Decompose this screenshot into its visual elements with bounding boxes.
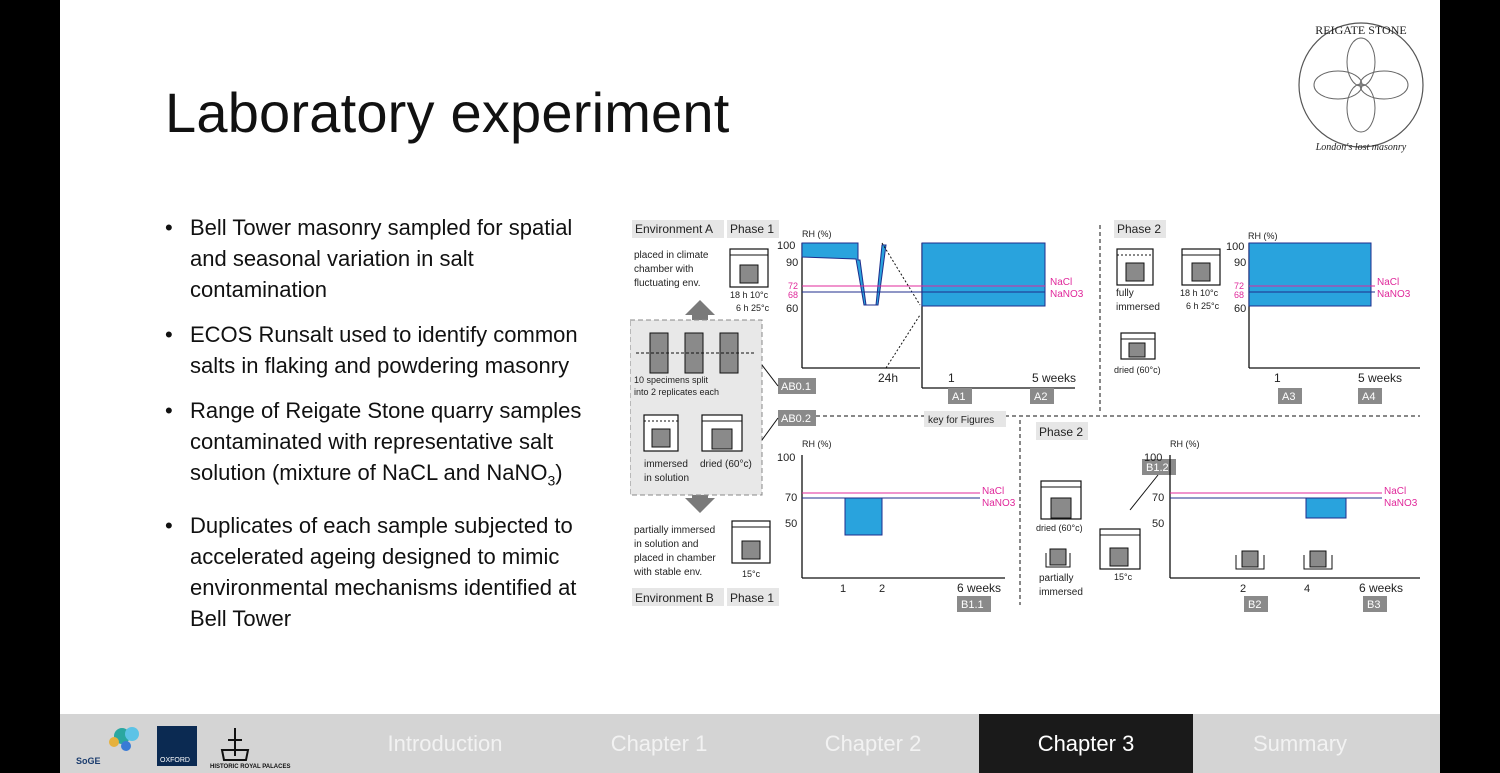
svg-text:immersed: immersed bbox=[1116, 302, 1160, 313]
svg-text:NaCl: NaCl bbox=[1050, 277, 1072, 288]
logo-top-text: REIGATE STONE bbox=[1315, 23, 1406, 37]
svg-text:dried (60°c): dried (60°c) bbox=[1036, 523, 1083, 533]
svg-text:RH (%): RH (%) bbox=[802, 229, 832, 239]
bullet-list: Bell Tower masonry sampled for spatial a… bbox=[165, 212, 585, 648]
bullet-item: Duplicates of each sample subjected to a… bbox=[165, 510, 585, 634]
nav-chapter-3[interactable]: Chapter 3 bbox=[979, 714, 1193, 773]
svg-text:A3: A3 bbox=[1282, 391, 1295, 403]
svg-text:24h: 24h bbox=[878, 371, 898, 385]
svg-text:5 weeks: 5 weeks bbox=[1032, 371, 1076, 385]
svg-text:1: 1 bbox=[840, 583, 846, 595]
svg-text:NaNO3: NaNO3 bbox=[1377, 289, 1411, 300]
svg-text:NaCl: NaCl bbox=[1377, 277, 1399, 288]
svg-text:immersed: immersed bbox=[1039, 587, 1083, 598]
svg-text:HISTORIC ROYAL PALACES: HISTORIC ROYAL PALACES bbox=[210, 764, 290, 770]
svg-text:60: 60 bbox=[1234, 303, 1246, 315]
svg-text:68: 68 bbox=[788, 290, 798, 300]
bullet-item: Bell Tower masonry sampled for spatial a… bbox=[165, 212, 585, 305]
svg-text:15°c: 15°c bbox=[742, 569, 761, 579]
nav-chapter-1[interactable]: Chapter 1 bbox=[610, 730, 708, 756]
svg-text:90: 90 bbox=[1234, 257, 1246, 269]
svg-text:A4: A4 bbox=[1362, 391, 1375, 403]
phase2-b-label: Phase 2 bbox=[1039, 425, 1083, 439]
svg-text:6 h 25°c: 6 h 25°c bbox=[1186, 301, 1220, 311]
svg-text:70: 70 bbox=[785, 492, 797, 504]
reigate-stone-logo: REIGATE STONE London's lost masonry bbox=[1298, 22, 1424, 153]
svg-text:fully: fully bbox=[1116, 288, 1134, 299]
svg-text:100: 100 bbox=[1226, 241, 1244, 253]
svg-text:2: 2 bbox=[1240, 583, 1246, 595]
svg-text:70: 70 bbox=[1152, 492, 1164, 504]
svg-text:NaNO3: NaNO3 bbox=[1384, 498, 1418, 509]
bullet-item: ECOS Runsalt used to identify common sal… bbox=[165, 319, 585, 381]
svg-text:B1.2: B1.2 bbox=[1146, 462, 1169, 474]
svg-text:B1.1: B1.1 bbox=[961, 599, 984, 611]
svg-text:68: 68 bbox=[1234, 290, 1244, 300]
experiment-figure: .lbl { fill:#8a8a8a; } .lbltxt { fill:#f… bbox=[630, 220, 1420, 612]
phase1-b-label: Phase 1 bbox=[730, 591, 774, 605]
bullet-item: Range of Reigate Stone quarry samples co… bbox=[165, 395, 585, 496]
svg-text:15°c: 15°c bbox=[1114, 572, 1133, 582]
env-b-label: Environment B bbox=[635, 591, 714, 605]
svg-text:AB0.1: AB0.1 bbox=[781, 381, 811, 393]
svg-text:dried (60°c): dried (60°c) bbox=[1114, 365, 1161, 375]
svg-text:SoGE: SoGE bbox=[76, 756, 101, 766]
svg-text:6 h 25°c: 6 h 25°c bbox=[736, 303, 770, 313]
svg-text:6 weeks: 6 weeks bbox=[1359, 581, 1403, 595]
svg-text:A1: A1 bbox=[952, 391, 965, 403]
nav-summary[interactable]: Summary bbox=[1252, 730, 1348, 756]
slide-title: Laboratory experiment bbox=[165, 81, 730, 144]
nav-introduction[interactable]: Introduction bbox=[387, 730, 503, 756]
svg-text:A2: A2 bbox=[1034, 391, 1047, 403]
svg-text:4: 4 bbox=[1304, 583, 1310, 595]
svg-text:100: 100 bbox=[777, 240, 795, 252]
svg-text:1: 1 bbox=[948, 371, 955, 385]
footer-nav-bar: SoGE OXFORD HISTORIC ROYAL PALACES Intro… bbox=[60, 714, 1440, 773]
phase2-a-label: Phase 2 bbox=[1117, 222, 1161, 236]
phase1-label: Phase 1 bbox=[730, 222, 774, 236]
svg-text:immersed: immersed bbox=[644, 459, 688, 470]
svg-text:B3: B3 bbox=[1367, 599, 1380, 611]
svg-text:RH (%): RH (%) bbox=[802, 439, 832, 449]
svg-text:2: 2 bbox=[879, 583, 885, 595]
svg-text:partially: partially bbox=[1039, 573, 1073, 584]
slide: Laboratory experiment REIGATE STONE Lond… bbox=[60, 0, 1440, 773]
svg-text:72: 72 bbox=[1234, 281, 1244, 291]
svg-text:18 h 10°c: 18 h 10°c bbox=[1180, 288, 1219, 298]
svg-text:NaCl: NaCl bbox=[1384, 486, 1406, 497]
svg-text:NaNO3: NaNO3 bbox=[1050, 289, 1084, 300]
svg-text:100: 100 bbox=[777, 452, 795, 464]
svg-text:5 weeks: 5 weeks bbox=[1358, 371, 1402, 385]
svg-text:1: 1 bbox=[1274, 371, 1281, 385]
svg-text:6 weeks: 6 weeks bbox=[957, 581, 1001, 595]
partner-logos: SoGE OXFORD HISTORIC ROYAL PALACES bbox=[76, 726, 290, 770]
svg-text:AB0.2: AB0.2 bbox=[781, 413, 811, 425]
svg-text:RH (%): RH (%) bbox=[1170, 439, 1200, 449]
key-for-figures: key for Figures bbox=[928, 415, 994, 426]
svg-text:18 h 10°c: 18 h 10°c bbox=[730, 290, 769, 300]
svg-text:NaCl: NaCl bbox=[982, 486, 1004, 497]
svg-text:dried (60°c): dried (60°c) bbox=[700, 459, 752, 470]
svg-text:B2: B2 bbox=[1248, 599, 1261, 611]
svg-text:90: 90 bbox=[786, 257, 798, 269]
logo-bottom-text: London's lost masonry bbox=[1315, 142, 1407, 153]
svg-text:60: 60 bbox=[786, 303, 798, 315]
svg-text:RH (%): RH (%) bbox=[1248, 231, 1278, 241]
svg-text:100: 100 bbox=[1144, 452, 1162, 464]
svg-text:72: 72 bbox=[788, 281, 798, 291]
svg-text:in solution: in solution bbox=[644, 473, 689, 484]
svg-text:50: 50 bbox=[785, 518, 797, 530]
svg-text:50: 50 bbox=[1152, 518, 1164, 530]
env-a-label: Environment A bbox=[635, 222, 713, 236]
svg-text:NaNO3: NaNO3 bbox=[982, 498, 1016, 509]
nav-chapter-2[interactable]: Chapter 2 bbox=[824, 730, 922, 756]
svg-text:OXFORD: OXFORD bbox=[160, 757, 190, 764]
